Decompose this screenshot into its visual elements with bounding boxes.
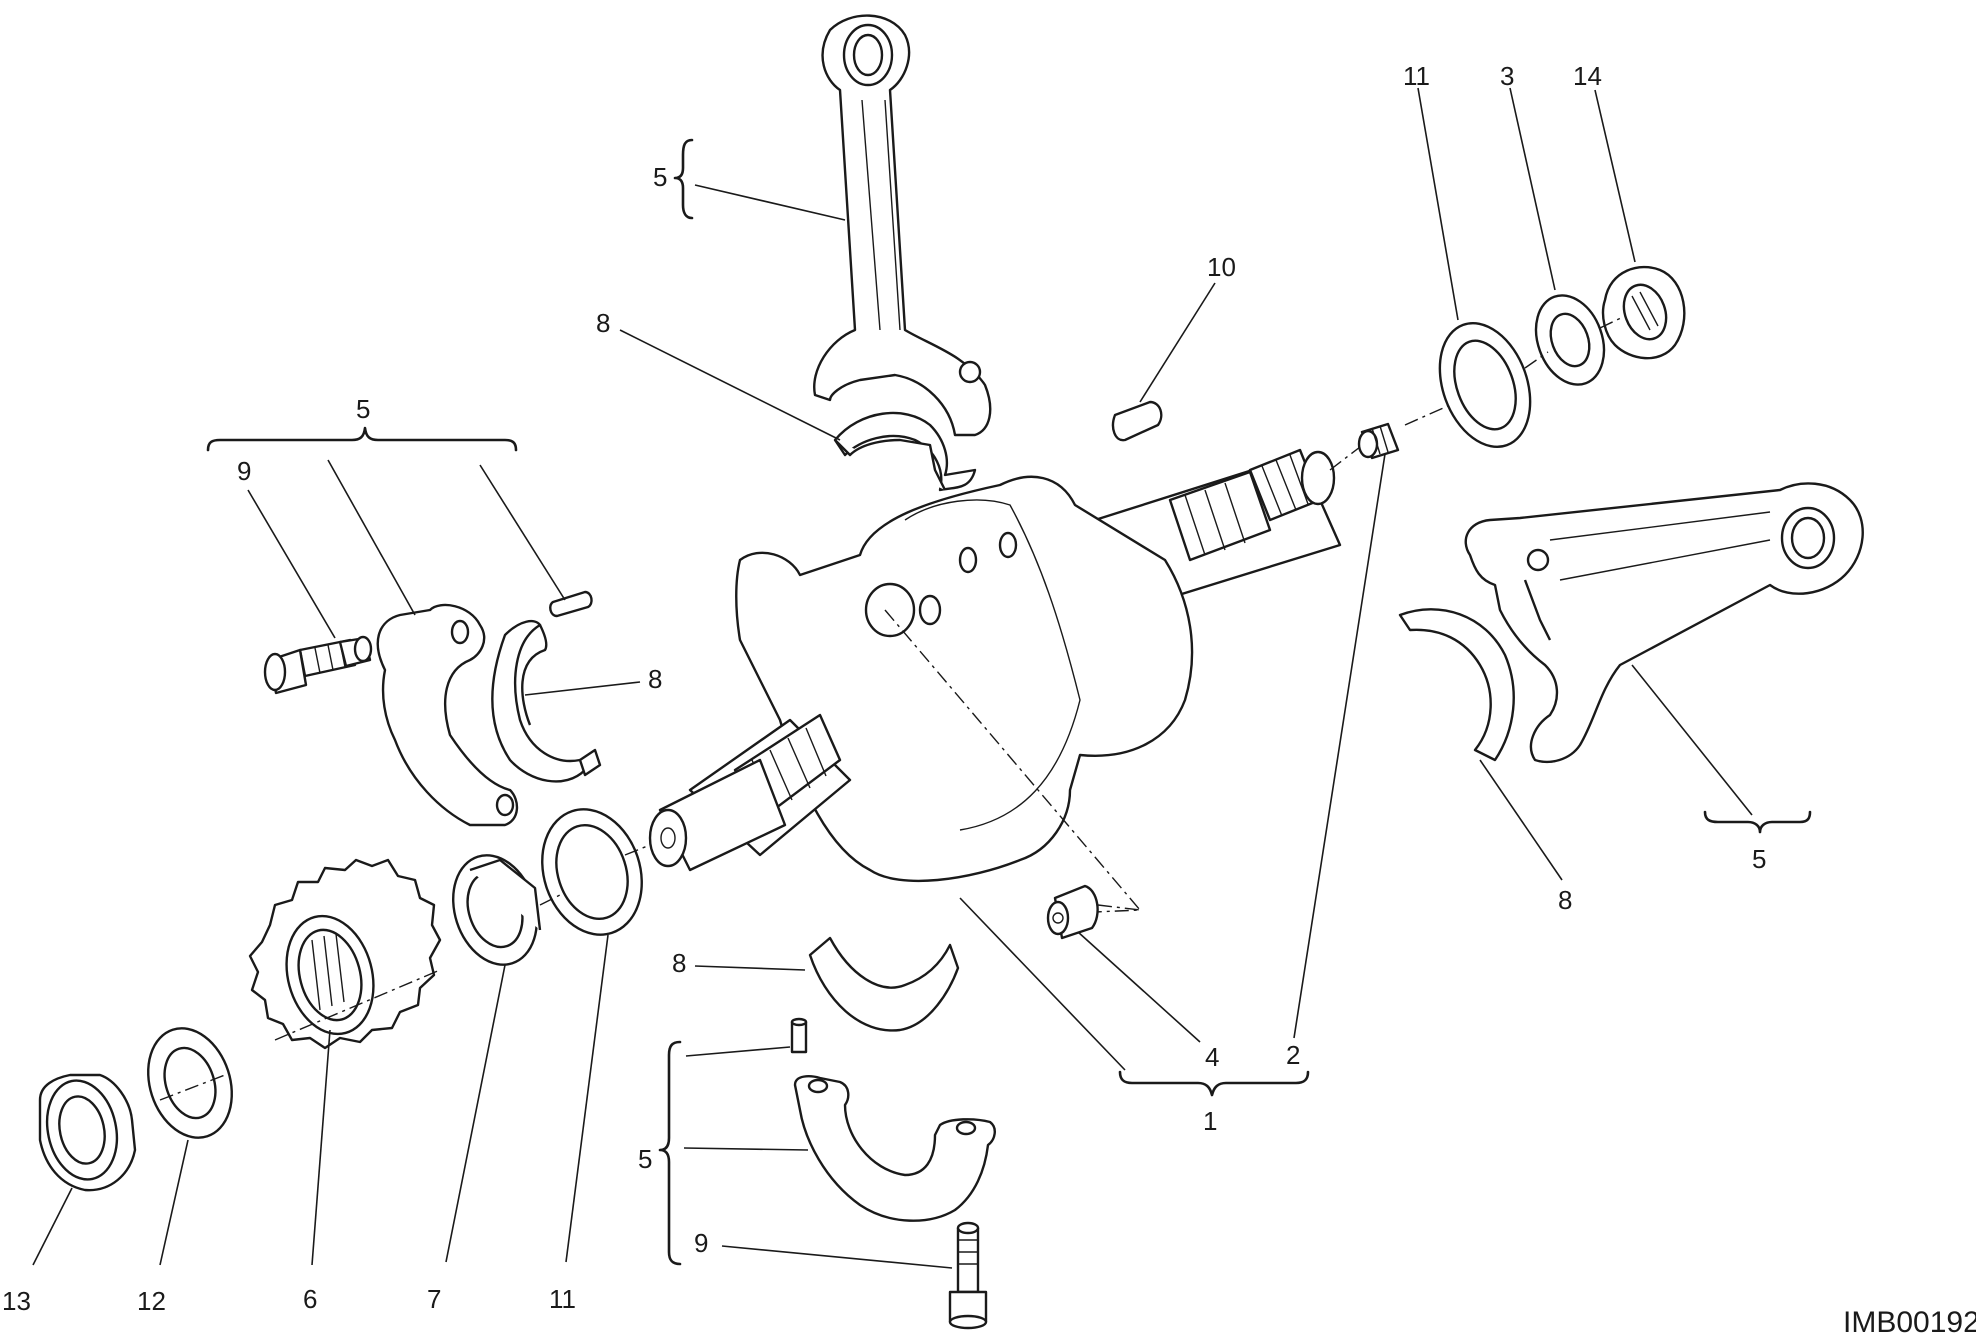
washer-12-drawing: [147, 1027, 233, 1139]
callout-11-rear: 11: [1403, 61, 1430, 91]
bolt-9-left-drawing: [263, 635, 373, 695]
callout-14: 14: [1573, 61, 1602, 91]
rear-axis-line-b: [1404, 404, 1451, 426]
callout-9-left: 9: [237, 456, 251, 486]
callout-8-lower: 8: [672, 948, 686, 978]
washer-3-drawing: [1534, 294, 1606, 386]
callout-4: 4: [1205, 1042, 1219, 1072]
thrust-washer-11-front-drawing: [541, 808, 643, 936]
dowel-pin-lower-drawing: [790, 1017, 808, 1054]
bearing-shell-lower-drawing: [808, 936, 960, 1032]
nut-13-drawing: [38, 1073, 137, 1192]
gear-6-drawing: [248, 858, 442, 1050]
main-bearing-lower-drawing: [793, 1075, 996, 1222]
plug-2-drawing: [1357, 422, 1400, 460]
callout-labels: 5 8 10 11 3 14 5 9 8 8 5 8 4 2 1 5 9 13 …: [2, 61, 1976, 1338]
dowel-pin-drawing: [549, 590, 593, 618]
callout-11-front: 11: [549, 1284, 576, 1314]
callout-5-right: 5: [1752, 844, 1766, 874]
image-code: IMB00192: [1843, 1306, 1976, 1338]
front-axis-line: [159, 844, 651, 1101]
crankshaft-drawing: [648, 448, 1342, 883]
callout-8-upper: 8: [596, 308, 610, 338]
spacer-7-drawing: [452, 854, 542, 966]
bearing-shell-right-drawing: [1398, 608, 1515, 762]
callout-1: 1: [1203, 1106, 1217, 1136]
callout-13: 13: [2, 1286, 31, 1316]
callout-5-left: 5: [356, 394, 370, 424]
rear-axis-line-a: [1329, 446, 1361, 471]
connecting-rod-right-drawing: [1464, 482, 1864, 764]
callout-6: 6: [303, 1284, 317, 1314]
nut-14-drawing: [1601, 265, 1686, 360]
callout-9-lower: 9: [694, 1228, 708, 1258]
callout-7: 7: [427, 1284, 441, 1314]
plug-4-drawing: [1046, 884, 1099, 940]
plug-4-axis: [1097, 904, 1141, 911]
connecting-rod-upper-drawing: [813, 14, 992, 437]
bearing-shell-upper-drawing: [833, 411, 977, 492]
leader-lines: [32, 87, 1812, 1269]
callout-3: 3: [1500, 61, 1514, 91]
callout-5-top: 5: [653, 162, 667, 192]
callout-8-right: 8: [1558, 885, 1572, 915]
callout-5-lower: 5: [638, 1144, 652, 1174]
bolt-9-lower-drawing: [948, 1221, 988, 1330]
callout-2: 2: [1286, 1040, 1300, 1070]
thrust-washer-11-rear-drawing: [1438, 321, 1532, 449]
callout-8-left: 8: [648, 664, 662, 694]
main-bearing-left-drawing: [376, 603, 602, 827]
rear-axis-line-c: [1524, 315, 1626, 369]
callout-10: 10: [1207, 252, 1236, 282]
key-10-drawing: [1111, 400, 1163, 442]
callout-12: 12: [137, 1286, 166, 1316]
